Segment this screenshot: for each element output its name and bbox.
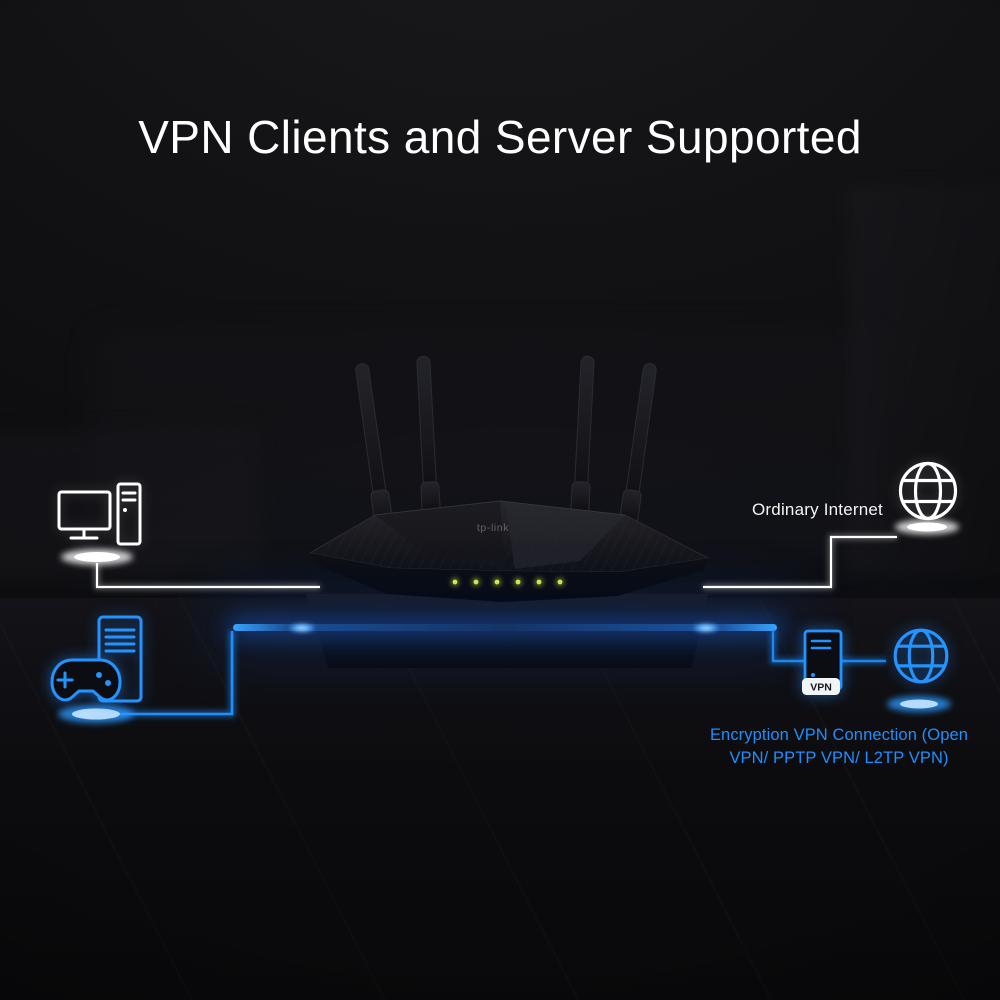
vpn-server-icon: VPN xyxy=(802,629,843,695)
tp-link-logo: tp-link xyxy=(477,522,509,534)
router-illustration: tp-link xyxy=(306,355,710,668)
vpn-caption-line2: VPN/ PPTP VPN/ L2TP VPN) xyxy=(729,749,949,768)
vpn-connection-caption: Encryption VPN Connection (Open VPN/ PPT… xyxy=(688,724,990,771)
gaming-pc-icon xyxy=(97,615,143,703)
page-title: VPN Clients and Server Supported xyxy=(138,111,862,163)
vpn-globe-icon xyxy=(893,628,949,684)
vpn-connection-lines xyxy=(80,630,886,718)
router-antennas xyxy=(355,355,657,533)
ordinary-internet-lines xyxy=(94,534,897,590)
beam-glow-left xyxy=(288,623,316,633)
desktop-computer-icon xyxy=(57,482,142,546)
light-pads xyxy=(58,519,959,723)
vpn-caption-line1: Encryption VPN Connection (Open xyxy=(709,726,969,744)
status-leds xyxy=(450,577,565,587)
vpn-badge xyxy=(802,678,840,695)
beam-glow-right xyxy=(692,623,720,633)
router-pedestal xyxy=(306,594,708,668)
vpn-tunnel-beam xyxy=(233,624,777,631)
ordinary-internet-label: Ordinary Internet xyxy=(752,500,883,519)
gamepad-icon xyxy=(50,658,122,702)
router-front-face xyxy=(310,553,708,602)
internet-globe-icon xyxy=(898,461,958,521)
vpn-badge-label: VPN xyxy=(810,682,832,694)
